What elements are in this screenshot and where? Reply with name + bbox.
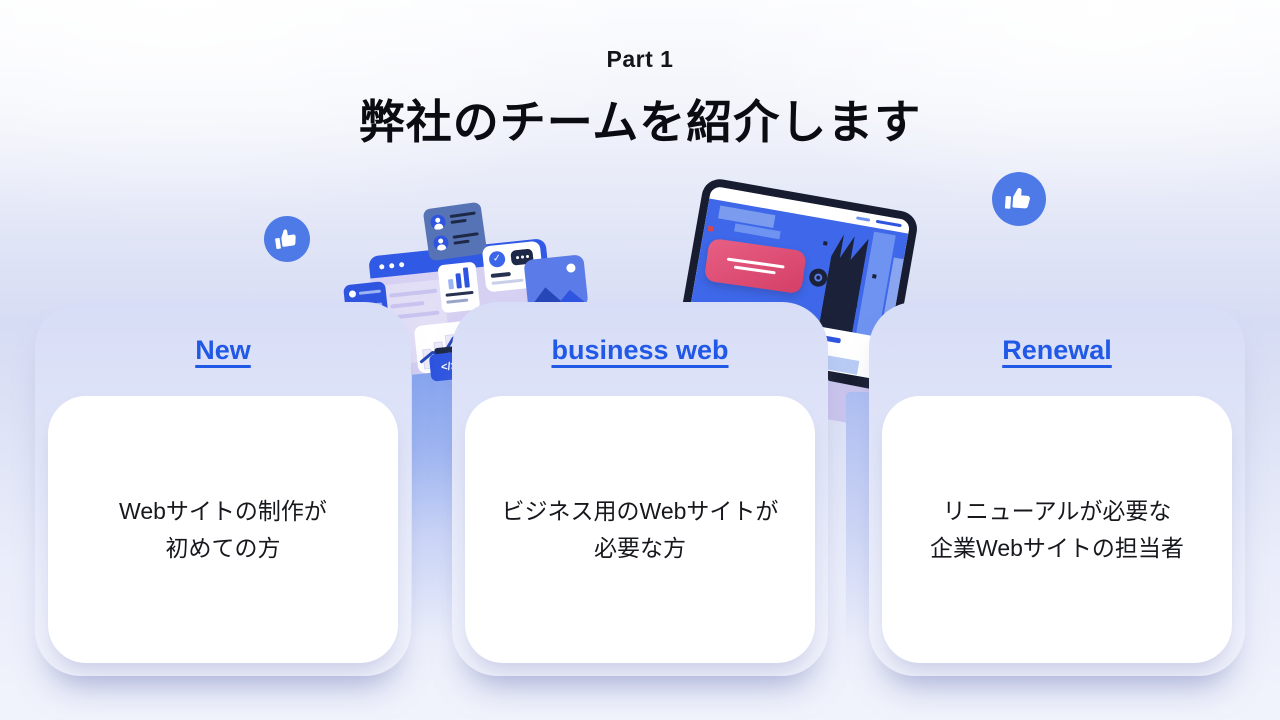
card-business-web: business web ビジネス用のWebサイトが 必要な方: [452, 302, 828, 676]
text-line-placeholder: [453, 239, 470, 245]
user-row: [432, 230, 480, 252]
window-dot-icon: [388, 262, 395, 269]
card-text-line: 必要な方: [594, 534, 686, 561]
thumbs-up-glyph: [275, 229, 296, 250]
card-text-line: 初めての方: [165, 534, 281, 561]
text-line-placeholder: [491, 278, 524, 285]
text-line-placeholder: [445, 290, 474, 297]
audience-cards: New Webサイトの制作が 初めての方 business web ビジネス用の…: [35, 302, 1245, 676]
window-dot-icon: [398, 261, 405, 267]
user-row: [429, 209, 478, 231]
card-link-renewal[interactable]: Renewal: [1002, 335, 1112, 365]
card-text-line: 企業Webサイトの担当者: [930, 534, 1184, 561]
kicker: Part 1: [606, 46, 674, 72]
bullet-icon: [348, 290, 357, 298]
monitor-stand: [412, 348, 452, 640]
text-line-placeholder: [452, 232, 479, 239]
text-line-placeholder: [733, 265, 776, 274]
window-dot-icon: [378, 263, 385, 270]
text-line-placeholder: [449, 211, 476, 219]
text-line-placeholder: [358, 289, 381, 295]
check-icon: ✓: [488, 250, 506, 269]
page-title: 弊社のチームを紹介します: [358, 96, 922, 148]
nav-link-placeholder: [855, 216, 871, 222]
card-text-line: Webサイトの制作が: [119, 497, 327, 524]
sidebar-row: [348, 288, 382, 298]
avatar-icon: [429, 213, 447, 231]
card-body: ビジネス用のWebサイトが 必要な方: [465, 396, 815, 663]
card-body: リニューアルが必要な 企業Webサイトの担当者: [882, 396, 1232, 663]
card-renewal: Renewal リニューアルが必要な 企業Webサイトの担当者: [869, 302, 1245, 676]
card-link-business-web[interactable]: business web: [551, 335, 729, 365]
user-list-card: [422, 201, 488, 262]
hero-block: [734, 223, 781, 240]
card-text-line: リニューアルが必要な: [942, 497, 1172, 524]
logo-circle-icon: [807, 267, 829, 289]
card-new: New Webサイトの制作が 初めての方: [35, 302, 411, 676]
red-dot: [707, 225, 714, 232]
text-line-placeholder: [490, 271, 511, 278]
thumbs-up-glyph: [1004, 187, 1030, 209]
card-text-line: ビジネス用のWebサイトが: [501, 497, 779, 524]
card-body: Webサイトの制作が 初めての方: [48, 396, 398, 663]
card-link-new[interactable]: New: [195, 335, 251, 365]
text-line-placeholder: [389, 288, 438, 298]
avatar-icon: [432, 234, 450, 252]
bar-chart: [443, 267, 473, 290]
thumbs-up-icon: [261, 213, 313, 265]
thumbs-up-icon: [990, 170, 1048, 228]
nav-link-placeholder: [875, 219, 902, 228]
sun-icon: [566, 263, 576, 273]
cta-button: [703, 237, 807, 295]
text-line-placeholder: [450, 218, 467, 224]
